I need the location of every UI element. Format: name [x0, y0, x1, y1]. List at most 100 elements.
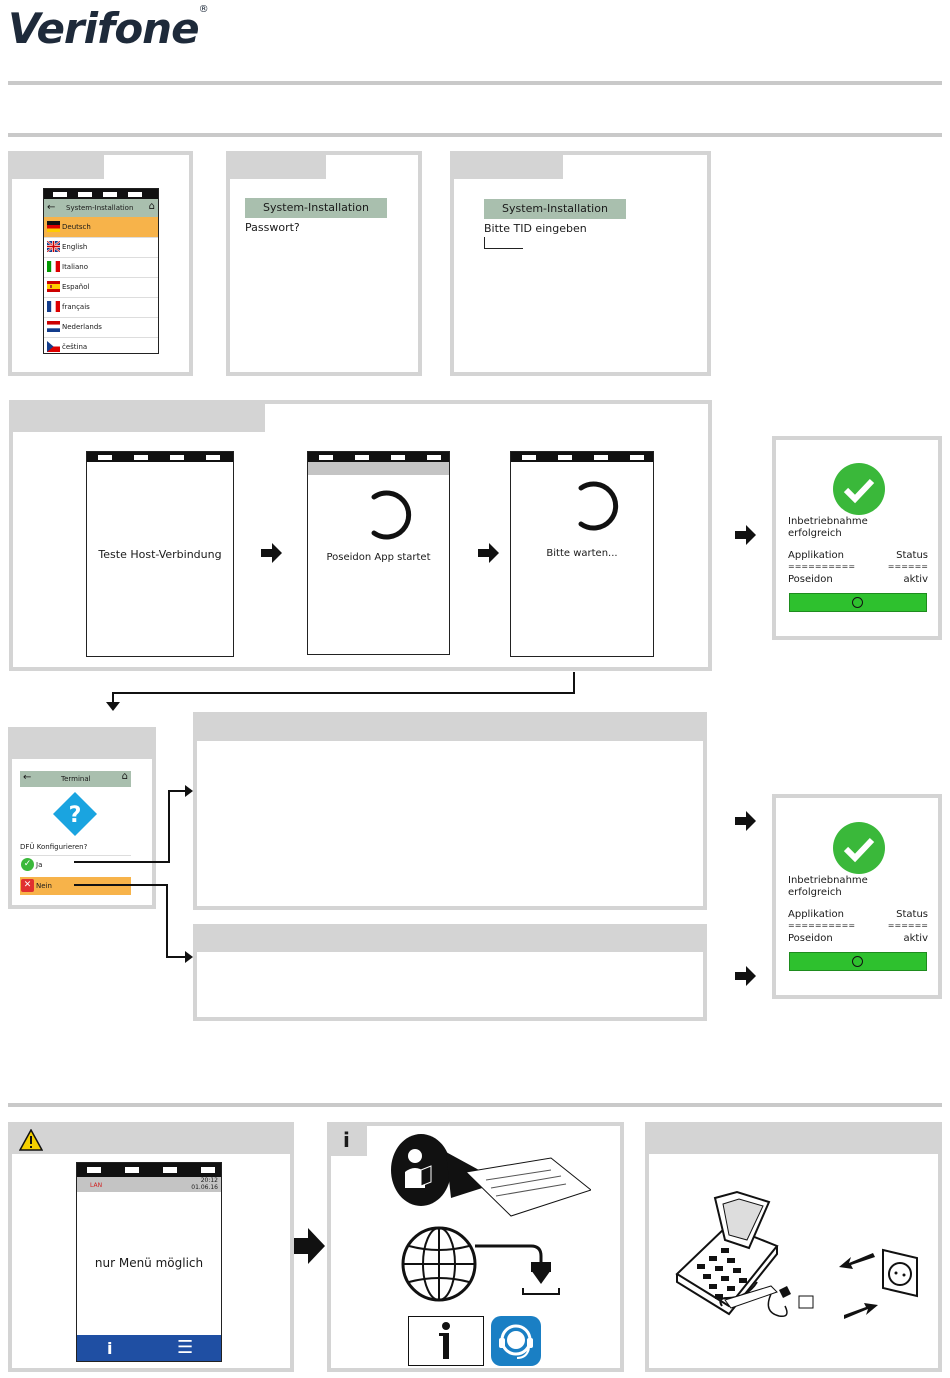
info-box-icon: [408, 1316, 484, 1366]
info-button[interactable]: i: [107, 1339, 113, 1358]
language-label: English: [62, 243, 88, 251]
ok-button[interactable]: [789, 952, 927, 971]
flag-icon: [47, 241, 60, 252]
language-item[interactable]: Nederlands: [44, 317, 158, 338]
network-label: LAN: [90, 1182, 103, 1189]
gray-band: [308, 462, 449, 475]
flag-icon: [47, 301, 60, 312]
language-item[interactable]: English: [44, 237, 158, 258]
arrow-right-icon: [294, 1227, 326, 1269]
app-status: aktiv: [903, 933, 928, 944]
logo-text: Verifone: [8, 4, 200, 53]
screen-header: ← System-Installation ⌂: [44, 199, 158, 217]
panel-tab: [197, 716, 703, 741]
separator: ==========: [788, 562, 856, 571]
success-title-line: Inbetriebnahme: [788, 875, 868, 886]
tid-panel: System-Installation Bitte TID eingeben: [450, 151, 711, 376]
language-item[interactable]: čeština: [44, 337, 158, 353]
yes-option[interactable]: ✓ Ja: [20, 855, 131, 874]
app-name: Poseidon: [788, 574, 833, 585]
col-status-header: Status: [896, 550, 928, 561]
panel-tab: [13, 404, 265, 432]
host-connection-screen: Teste Host-Verbindung: [86, 451, 234, 657]
terminal-device-icon: [667, 1186, 827, 1340]
registered-mark: ®: [198, 4, 209, 15]
restricted-screen: LAN 20:12 01.06.16 nur Menü möglich i ☰: [76, 1162, 222, 1362]
password-prompt: Passwort?: [245, 221, 300, 234]
app-name: Poseidon: [788, 933, 833, 944]
back-arrow-icon[interactable]: ←: [47, 202, 56, 213]
language-item[interactable]: Deutsch: [44, 217, 158, 238]
clock-date: 01.06.16: [191, 1184, 218, 1191]
connector-line: [74, 884, 168, 886]
separator: ======: [887, 562, 928, 571]
question-icon: ?: [52, 791, 98, 841]
separator: ==========: [788, 921, 856, 930]
language-item[interactable]: Español: [44, 277, 158, 298]
panel-tab: [331, 1126, 367, 1156]
flag-icon: [47, 221, 60, 232]
panel-tab: [454, 155, 563, 179]
yes-label: Ja: [36, 861, 43, 869]
status-stripe: [44, 189, 158, 199]
ok-button[interactable]: [789, 593, 927, 612]
dfu-question: DFÜ Konfigurieren?: [20, 843, 88, 851]
separator: ======: [887, 921, 928, 930]
status-stripe: [308, 452, 449, 462]
dfu-panel: ← Terminal ⌂ ? DFÜ Konfigurieren? ✓ Ja ✕…: [8, 727, 156, 909]
arrow-right-icon: [261, 542, 283, 568]
status-bar: LAN 20:12 01.06.16: [77, 1177, 221, 1192]
globe-download-icon: [401, 1226, 561, 1310]
connector-line: [166, 884, 168, 958]
status-stripe: [77, 1163, 221, 1177]
restricted-message: nur Menü möglich: [94, 1256, 204, 1270]
connector-line: [112, 692, 114, 704]
app-status: aktiv: [903, 574, 928, 585]
connector-line: [168, 790, 186, 792]
no-label: Nein: [36, 882, 52, 890]
info-panel: i: [327, 1122, 624, 1372]
svg-text:?: ?: [69, 803, 82, 828]
password-panel: System-Installation Passwort?: [226, 151, 422, 376]
flag-icon: [47, 281, 60, 292]
screen-footer: i ☰: [77, 1335, 221, 1361]
panel-tab: [12, 731, 152, 759]
language-item[interactable]: Italiano: [44, 257, 158, 278]
home-icon[interactable]: ⌂: [121, 771, 128, 782]
support-headset-icon: [491, 1316, 541, 1370]
language-item[interactable]: français: [44, 297, 158, 318]
power-panel: [645, 1122, 942, 1372]
circle-icon: [852, 597, 863, 608]
manual-reader-icon: [391, 1132, 593, 1226]
back-arrow-icon[interactable]: ←: [23, 772, 32, 783]
connector-line: [573, 672, 575, 694]
connector-line: [74, 861, 170, 863]
home-icon[interactable]: ⌂: [148, 201, 155, 212]
arrow-right-small-icon: [185, 785, 193, 797]
arrow-right-small-icon: [185, 951, 193, 963]
app-start-text: Poseidon App startet: [326, 552, 431, 563]
loading-spinner-icon: [565, 478, 621, 538]
arrow-out-icon: [844, 1301, 880, 1325]
language-label: Nederlands: [62, 323, 102, 331]
menu-button[interactable]: ☰: [177, 1337, 194, 1358]
wait-text: Bitte warten...: [546, 548, 618, 559]
flag-icon: [47, 321, 60, 332]
dfu-skip-panel: [193, 924, 707, 1021]
screen-header: ← Terminal ⌂: [20, 771, 131, 787]
tid-input-field[interactable]: [484, 237, 523, 249]
language-label: Español: [62, 283, 90, 291]
col-status-header: Status: [896, 909, 928, 920]
check-icon: ✓: [21, 858, 34, 871]
no-option[interactable]: ✕ Nein: [20, 877, 131, 895]
cross-icon: ✕: [21, 879, 34, 892]
circle-icon: [852, 956, 863, 967]
arrow-right-icon: [735, 524, 757, 550]
clock-time: 20:12: [200, 1177, 218, 1184]
language-label: čeština: [62, 343, 88, 351]
language-label: Deutsch: [62, 223, 91, 231]
